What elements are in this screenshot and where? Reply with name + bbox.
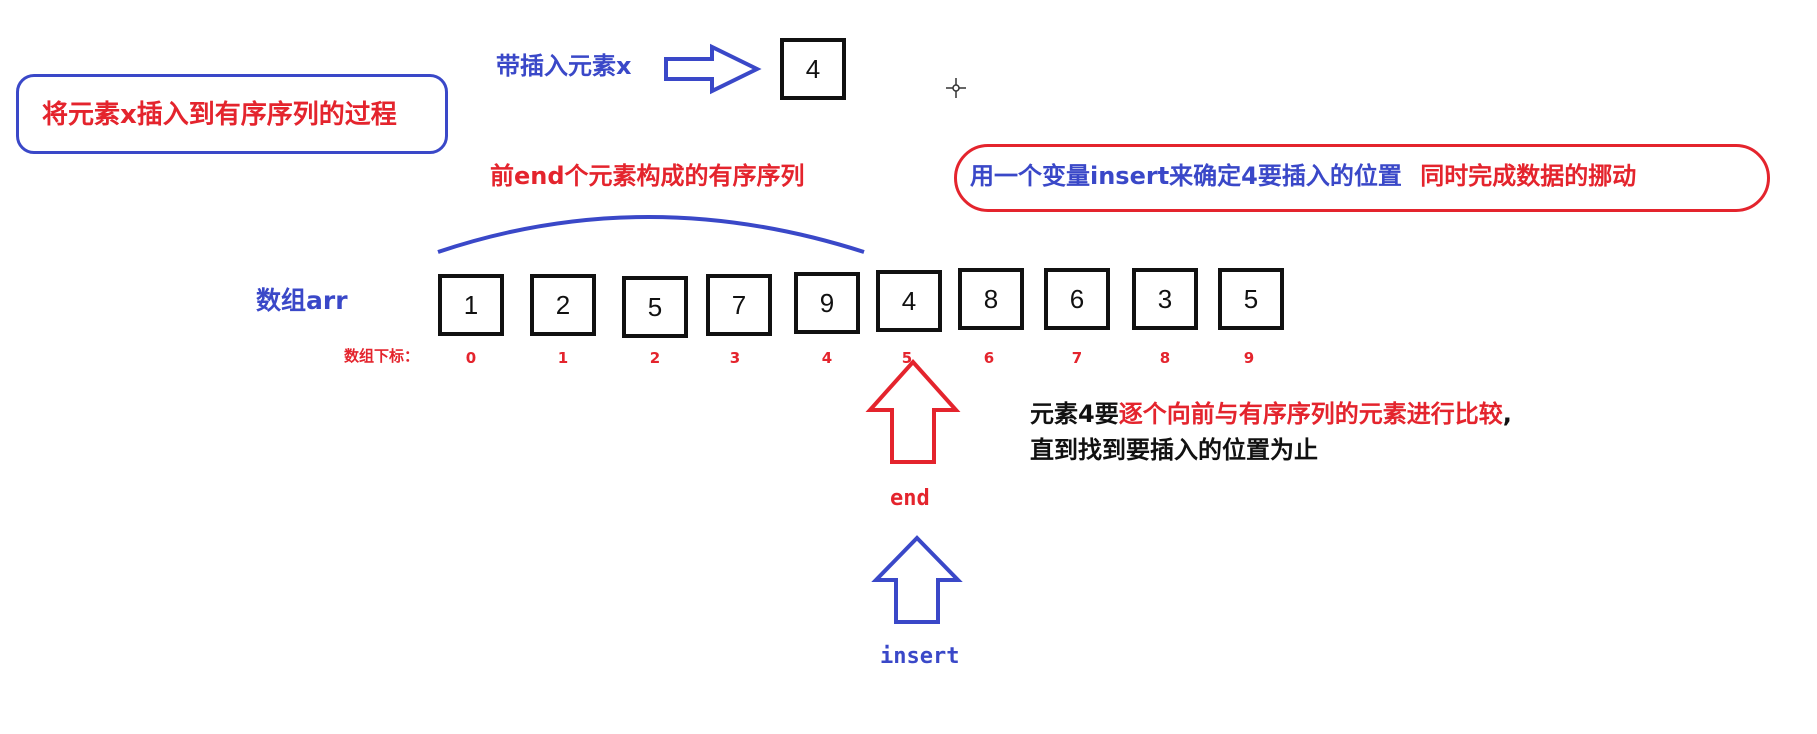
variable-note-red: 同时完成数据的挪动 [1420, 162, 1637, 190]
compare-note-tail: , [1502, 400, 1512, 428]
array-index-label: 数组下标： [344, 347, 420, 365]
array-index-9: 9 [1243, 349, 1255, 367]
end-pointer-label: end [890, 486, 930, 511]
pending-element-label: 带插入元素x [496, 52, 632, 80]
crosshair-cursor-icon [946, 78, 966, 98]
variable-note-text: 用一个变量insert来确定4要插入的位置 同时完成数据的挪动 [970, 164, 1636, 188]
array-index-0: 0 [465, 349, 477, 367]
compare-note-line1: 元素4要逐个向前与有序序列的元素进行比较, [1030, 402, 1512, 426]
sorted-sequence-brace [437, 215, 865, 254]
compare-note-line2: 直到找到要插入的位置为止 [1030, 436, 1318, 464]
array-cell-4: 9 [794, 272, 860, 334]
array-cell-0: 1 [438, 274, 504, 336]
process-note-text: 将元素x插入到有序序列的过程 [42, 100, 397, 130]
compare-note-red: 逐个向前与有序序列的元素进行比较 [1118, 400, 1503, 428]
array-index-4: 4 [821, 349, 833, 367]
array-cell-9: 5 [1218, 268, 1284, 330]
array-label: 数组arr [256, 286, 348, 315]
array-cell-7: 6 [1044, 268, 1110, 330]
array-cell-2: 5 [622, 276, 688, 338]
sorted-sequence-label: 前end个元素构成的有序序列 [490, 162, 805, 190]
array-cell-8: 3 [1132, 268, 1198, 330]
variable-note-blue: 用一个变量insert来确定4要插入的位置 [970, 162, 1402, 190]
pending-element-box: 4 [780, 38, 846, 100]
array-index-1: 1 [557, 349, 569, 367]
array-index-8: 8 [1159, 349, 1171, 367]
right-arrow-icon [664, 43, 762, 95]
insert-pointer-label: insert [880, 644, 960, 669]
process-note-frame [16, 74, 448, 154]
array-cell-1: 2 [530, 274, 596, 336]
variable-note-frame [954, 144, 1770, 212]
end-pointer-arrow-icon [865, 359, 961, 464]
array-index-3: 3 [729, 349, 741, 367]
array-index-7: 7 [1071, 349, 1083, 367]
array-cell-6: 8 [958, 268, 1024, 330]
array-index-2: 2 [649, 349, 661, 367]
array-index-5: 5 [901, 349, 913, 367]
array-cell-5: 4 [876, 270, 942, 332]
array-cell-3: 7 [706, 274, 772, 336]
compare-note-black: 元素4要 [1030, 400, 1119, 428]
insert-pointer-arrow-icon [871, 535, 963, 624]
array-index-6: 6 [983, 349, 995, 367]
